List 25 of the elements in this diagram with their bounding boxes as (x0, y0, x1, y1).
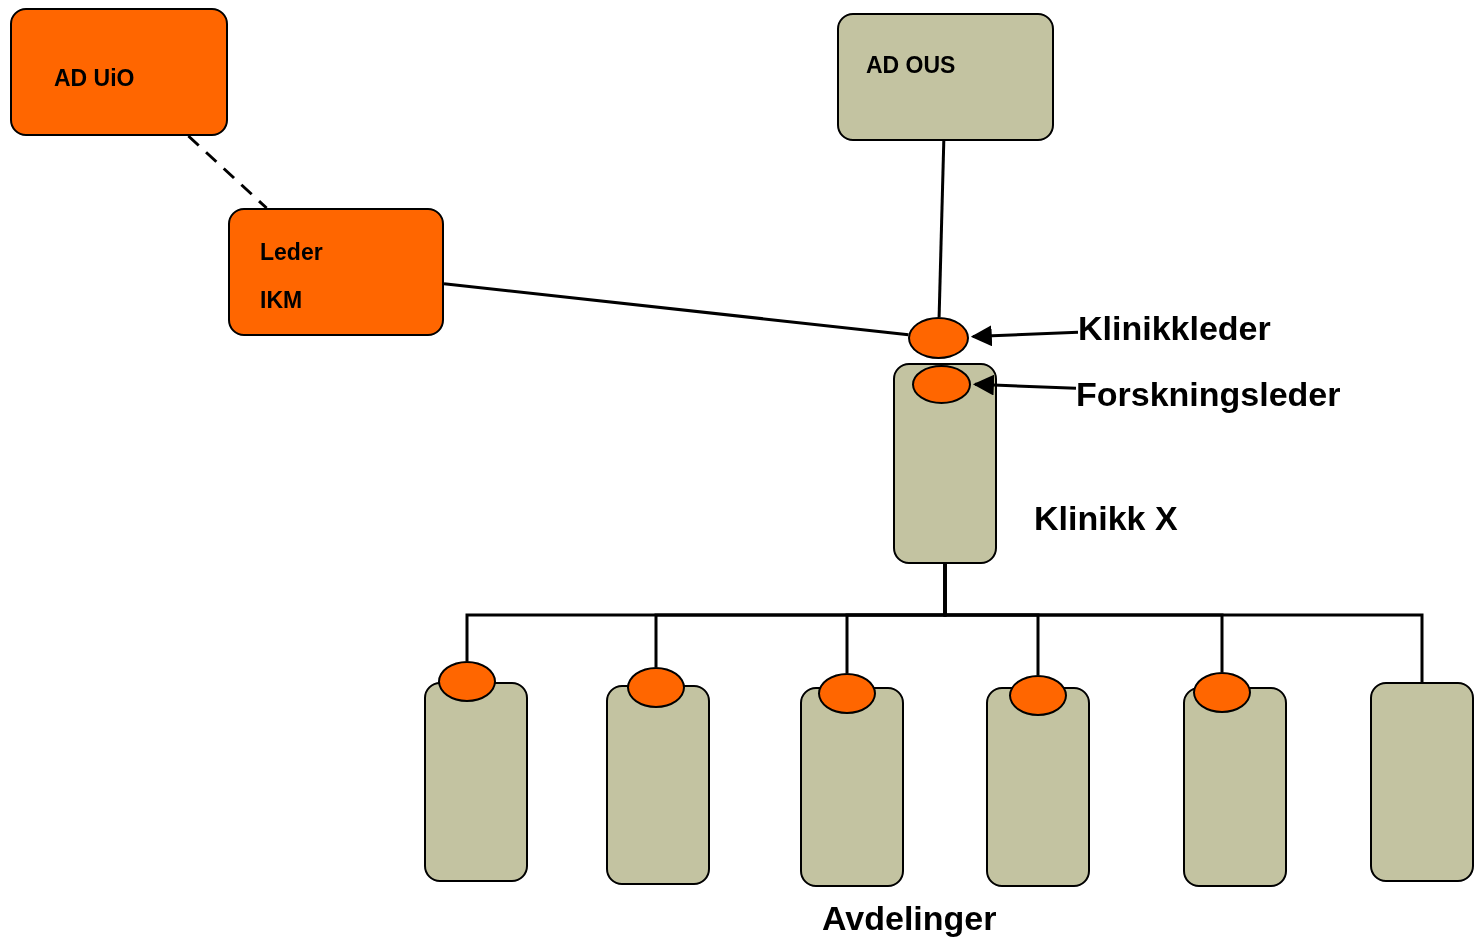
leader-oval (1193, 672, 1251, 713)
connector-line (443, 282, 909, 337)
role-label: Klinikkleder (1078, 308, 1290, 348)
department-box (986, 687, 1090, 887)
arrow (970, 325, 1079, 347)
arrow (972, 374, 1077, 396)
unit-label: AD UiO (54, 64, 136, 93)
unit-box (10, 8, 228, 136)
group-label: Avdelinger (822, 898, 997, 938)
department-box (1183, 687, 1287, 887)
unit-box (837, 13, 1054, 141)
unit-box (228, 208, 444, 336)
department-box (800, 687, 904, 887)
department-box (1370, 682, 1474, 882)
clinic-label: Klinikk X (1034, 498, 1178, 538)
connector-line (187, 134, 268, 210)
leader-oval (627, 667, 685, 708)
leader-oval (912, 365, 971, 404)
unit-label: AD OUS (866, 51, 957, 80)
role-label: Forskningsleder (1076, 374, 1366, 414)
connector-line (937, 140, 946, 318)
department-box (606, 685, 710, 885)
department-box (424, 682, 528, 882)
unit-label: Leder IKM (260, 238, 324, 315)
leader-oval (438, 661, 496, 702)
